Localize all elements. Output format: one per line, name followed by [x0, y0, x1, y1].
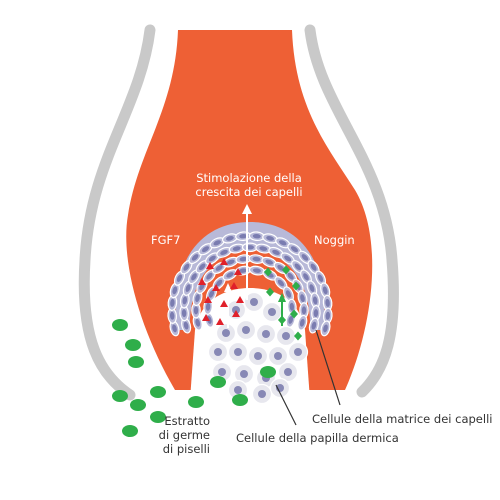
pea-extract-label-line3: di piselli: [162, 442, 210, 456]
noggin-marker: [294, 331, 302, 341]
pea-extract-label-line1: Estratto: [164, 414, 210, 428]
matrix-cell: [169, 320, 180, 337]
matrix-cell: [248, 254, 265, 264]
pea-extract-dot: [188, 396, 204, 408]
matrix-cell: [310, 292, 321, 309]
fgf7-marker: [230, 282, 238, 289]
left-sheath-outline: [78, 24, 156, 401]
pea-extract-dot: [150, 411, 166, 423]
papilla-cell: [287, 341, 309, 363]
noggin-label: Noggin: [314, 233, 355, 247]
pea-extract-dot: [125, 339, 141, 351]
papilla-cell: [267, 345, 289, 367]
matrix-cell: [203, 298, 213, 315]
noggin-marker: [282, 265, 290, 275]
noggin-marker: [292, 281, 300, 291]
papilla-cell: [227, 341, 249, 363]
matrix-cell: [188, 250, 202, 265]
matrix-cell: [248, 265, 265, 276]
fgf7-marker: [198, 278, 206, 285]
matrix-cells-label: Cellule della matrice dei capelli: [312, 412, 493, 426]
noggin-marker: [278, 315, 286, 325]
noggin-marker-group: [264, 265, 302, 341]
papilla-cell: [235, 319, 257, 341]
pea-extract-dot: [112, 319, 128, 331]
matrix-cell: [268, 246, 284, 258]
noggin-marker: [264, 267, 272, 277]
noggin-marker: [290, 309, 298, 319]
papilla-cell: [275, 325, 297, 347]
fgf7-marker: [202, 314, 210, 321]
fgf7-marker: [232, 310, 240, 317]
fgf7-arrow-head: [224, 283, 232, 292]
matrix-cell: [192, 314, 203, 331]
matrix-cell: [262, 233, 279, 244]
papilla-cell: [243, 291, 265, 313]
matrix-cell: [320, 320, 331, 337]
fgf7-marker: [204, 296, 212, 303]
matrix-cell: [241, 242, 259, 253]
papilla-cell: [277, 361, 299, 383]
pea-extract-label-line2: di germe: [158, 428, 210, 442]
fgf7-marker: [236, 296, 244, 303]
matrix-cell: [299, 302, 309, 319]
fgf7-marker: [206, 262, 214, 269]
noggin-marker: [266, 287, 274, 297]
papilla-cell: [255, 323, 277, 345]
fgf7-marker: [216, 318, 224, 325]
matrix-cell: [283, 286, 294, 302]
matrix-cell: [188, 269, 200, 285]
papilla-cell: [215, 322, 237, 344]
matrix-cell: [314, 270, 327, 286]
fgf7-marker: [234, 268, 242, 275]
papilla-cells-label: Cellule della papilla dermica: [236, 431, 399, 445]
matrix-cell: [322, 294, 333, 311]
papilla-cell: [269, 377, 291, 399]
pea-extract-dot: [210, 376, 226, 388]
matrix-pointer-line: [315, 329, 341, 406]
matrix-cell: [228, 243, 245, 254]
matrix-cell: [169, 282, 180, 299]
growth-stimulation-label-line1: Stimolazione della: [196, 171, 302, 185]
papilla-pointer-line: [275, 384, 297, 426]
growth-stimulation-label: Stimolazione della crescita dei capelli: [195, 171, 302, 199]
matrix-band: [175, 222, 325, 330]
growth-arrow-head: [242, 204, 252, 214]
pea-extract-dots: [112, 319, 276, 437]
matrix-cell: [308, 317, 319, 334]
papilla-cell: [207, 341, 229, 363]
papilla-cell: [233, 363, 255, 385]
matrix-cell: [297, 314, 308, 331]
fgf7-marker-group: [198, 258, 244, 325]
matrix-cell: [297, 290, 308, 307]
fgf7-marker: [212, 284, 220, 291]
pea-extract-dot: [112, 390, 128, 402]
fgf7-marker: [220, 300, 228, 307]
papilla-cell: [251, 383, 273, 405]
matrix-cell: [198, 243, 213, 256]
pea-extract-label: Estratto di germe di piselli: [130, 414, 210, 456]
matrix-cell: [311, 305, 321, 322]
growth-stimulation-label-line2: crescita dei capelli: [195, 185, 303, 199]
pea-extract-dot: [128, 356, 144, 368]
matrix-cell: [320, 282, 331, 299]
pea-extract-dot: [232, 394, 248, 406]
matrix-cell-group: [167, 222, 333, 337]
pea-extract-dot: [260, 366, 276, 378]
matrix-cell: [191, 302, 201, 319]
matrix-cell: [287, 298, 297, 315]
fgf7-marker: [220, 258, 228, 265]
right-sheath-outline: [304, 24, 399, 398]
pea-extract-dot: [130, 399, 146, 411]
matrix-cell: [182, 280, 194, 296]
pea-extract-dot: [150, 386, 166, 398]
noggin-arrow-head: [278, 293, 286, 302]
papilla-cell: [261, 301, 283, 323]
pea-extract-dot: [122, 425, 138, 437]
papilla-cell: [247, 345, 269, 367]
fgf7-label: FGF7: [151, 233, 181, 247]
